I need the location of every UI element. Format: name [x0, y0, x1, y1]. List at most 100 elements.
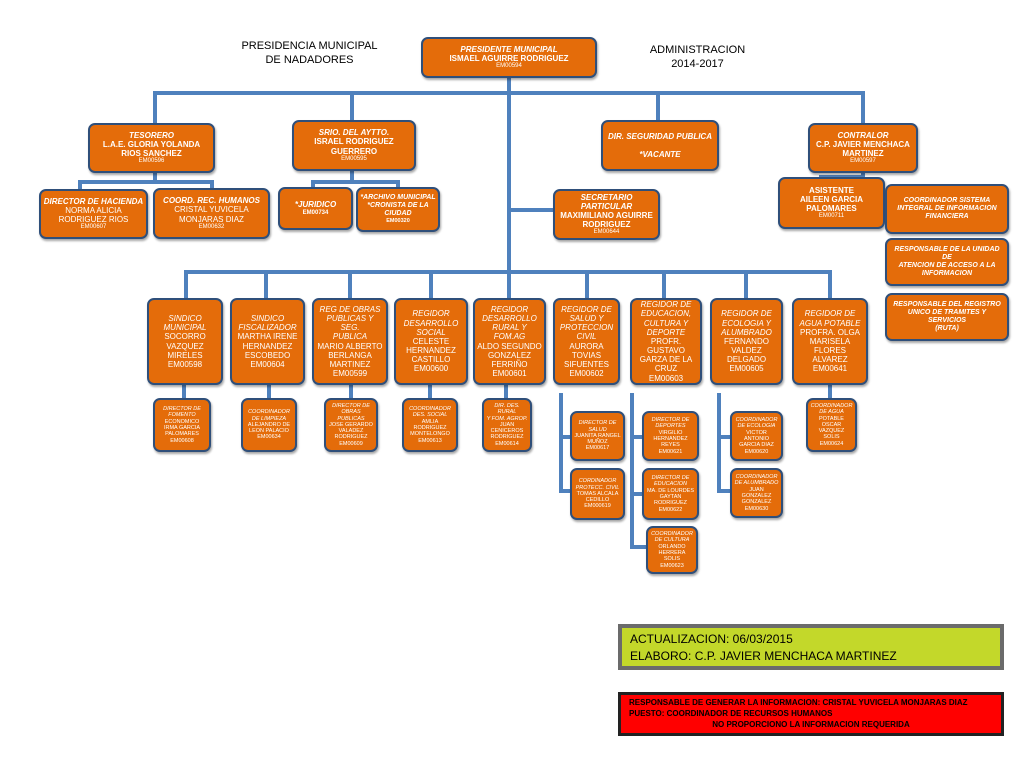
- node-secretario-particular[interactable]: SECRETARIO PARTICULAR MAXIMILIANO AGUIRR…: [553, 189, 660, 240]
- node-title: SECRETARIO PARTICULAR: [580, 192, 633, 211]
- node-code: EM00632: [198, 223, 225, 230]
- node-name: MAXIMILIANO AGUIRRE: [560, 211, 653, 221]
- node-text: DE AGUA: [819, 409, 844, 416]
- node-title: PROTECCION: [559, 323, 614, 333]
- node-code: EM00622: [658, 506, 683, 513]
- node-title: CIVIL: [576, 332, 597, 342]
- node-coordinador-sistema[interactable]: COORDINADOR SISTEMA INTEGRAL DE INFORMAC…: [885, 184, 1009, 234]
- node-name: MARTINEZ: [329, 359, 371, 369]
- node-name: ISMAEL AGUIRRE RODRIGUEZ: [449, 54, 569, 64]
- node-code: EM00634: [257, 434, 281, 441]
- node-title: COORD. REC. HUMANOS: [163, 196, 260, 206]
- node-unidad-acceso[interactable]: RESPONSABLE DE LA UNIDAD DE ATENCION DE …: [885, 238, 1009, 286]
- node-archivo[interactable]: *ARCHIVO MUNICIPAL *CRONISTA DE LA CIUDA…: [356, 187, 440, 232]
- node-title: DESARROLLO: [403, 318, 459, 328]
- node-title: PRESIDENTE MUNICIPAL: [460, 44, 558, 54]
- node-title: REG DE OBRAS: [319, 304, 381, 314]
- node-hacienda[interactable]: DIRECTOR DE HACIENDA NORMA ALICIA RODRIG…: [39, 189, 148, 239]
- node-title: SINDICO: [168, 313, 202, 323]
- node-text: PROTECC. CIVIL: [575, 484, 620, 491]
- node-name: ISRAEL RODRIGUEZ: [314, 137, 394, 147]
- node-code: EM00620: [744, 448, 769, 455]
- node-title: CIUDAD: [384, 210, 412, 218]
- node-text: DIRECTOR DE: [332, 402, 370, 409]
- node-juridico[interactable]: *JURIDICO EM00734: [278, 187, 353, 230]
- node-name: C.P. JAVIER MENCHACA: [816, 139, 910, 149]
- node-name: MIRELES: [167, 350, 203, 360]
- node-title: UNICO DE TRAMITES Y SERVICIOS: [907, 308, 987, 324]
- node-code: EM00608: [170, 437, 194, 444]
- node-name: SIFUENTES: [564, 359, 609, 369]
- node-text: ORLANDO: [658, 543, 686, 550]
- node-code: EM00617: [585, 445, 610, 452]
- node-text: COORDINADOR: [735, 417, 778, 424]
- node-secretario[interactable]: SRIO. DEL AYTTO. ISRAEL RODRIGUEZ GUERRE…: [292, 120, 416, 171]
- node-title: RURAL Y FOM.AG: [492, 323, 527, 342]
- node-title: *ARCHIVO MUNICIPAL: [360, 194, 436, 202]
- node-code: EM000619: [584, 503, 611, 510]
- node-name: NORMA ALICIA: [65, 205, 122, 215]
- node-code: EM00599: [332, 369, 368, 379]
- node-name: CASTILLO: [411, 355, 451, 365]
- org-title-line2: DE NADADORES: [265, 54, 354, 66]
- node-code: EM00621: [658, 448, 683, 455]
- status-line: NO PROPORCIONO LA INFORMACION REQUERIDA: [712, 720, 910, 729]
- node-text: COORDINADOR: [810, 402, 853, 409]
- node-title: PUBLICA: [332, 332, 368, 342]
- node-title: ECOLOGIA Y: [722, 318, 771, 328]
- node-code: EM00320: [386, 218, 410, 225]
- node-code: EM00641: [812, 364, 848, 374]
- node-asistente[interactable]: ASISTENTE AILEEN GARCIA PALOMARES EM0071…: [778, 177, 885, 229]
- node-title: SRIO. DEL AYTTO.: [318, 128, 390, 138]
- node-name: TOVIAS: [571, 350, 602, 360]
- node-code: EM00597: [850, 158, 876, 165]
- node-title: AGUA POTABLE: [799, 318, 861, 328]
- node-title: DESARROLLO: [482, 313, 537, 323]
- node-name: HERNANDEZ: [242, 341, 293, 351]
- node-name: MARISELA: [809, 336, 851, 346]
- node-title: REGIDOR DE: [561, 304, 612, 314]
- node-code: EM00711: [818, 213, 845, 220]
- node-presidente[interactable]: PRESIDENTE MUNICIPAL ISMAEL AGUIRRE RODR…: [421, 37, 597, 78]
- node-text: CEDILLO: [585, 497, 610, 504]
- node-seguridad[interactable]: DIR. SEGURIDAD PUBLICA *VACANTE: [601, 120, 719, 171]
- org-title: PRESIDENCIA MUNICIPAL DE NADADORES: [222, 39, 397, 67]
- node-name: L.A.E. GLORIA YOLANDA: [102, 139, 201, 149]
- node-title: REGIDOR DE: [804, 309, 856, 319]
- node-tesorero[interactable]: TESORERO L.A.E. GLORIA YOLANDA RIOS SANC…: [88, 123, 215, 173]
- node-text: COORDINADOR: [735, 474, 778, 481]
- node-text: DE ALUMBRADO: [734, 480, 779, 487]
- node-code: EM00614: [495, 440, 519, 447]
- responsible-info-panel: RESPONSABLE DE GENERAR LA INFORMACION: C…: [618, 692, 1004, 736]
- node-name: CELESTE: [412, 336, 450, 346]
- node-contralor[interactable]: CONTRALOR C.P. JAVIER MENCHACA MARTINEZ …: [808, 123, 918, 173]
- node-title: SINDICO: [250, 313, 285, 323]
- node-registro-tramites[interactable]: RESPONSABLE DEL REGISTRO UNICO DE TRAMIT…: [885, 293, 1009, 341]
- node-name: BERLANGA: [328, 350, 372, 360]
- node-title: REGIDOR DE: [721, 309, 772, 319]
- node-title: MUNICIPAL: [163, 323, 207, 333]
- node-rrhh[interactable]: COORD. REC. HUMANOS CRISTAL YUVICELA MON…: [153, 188, 270, 239]
